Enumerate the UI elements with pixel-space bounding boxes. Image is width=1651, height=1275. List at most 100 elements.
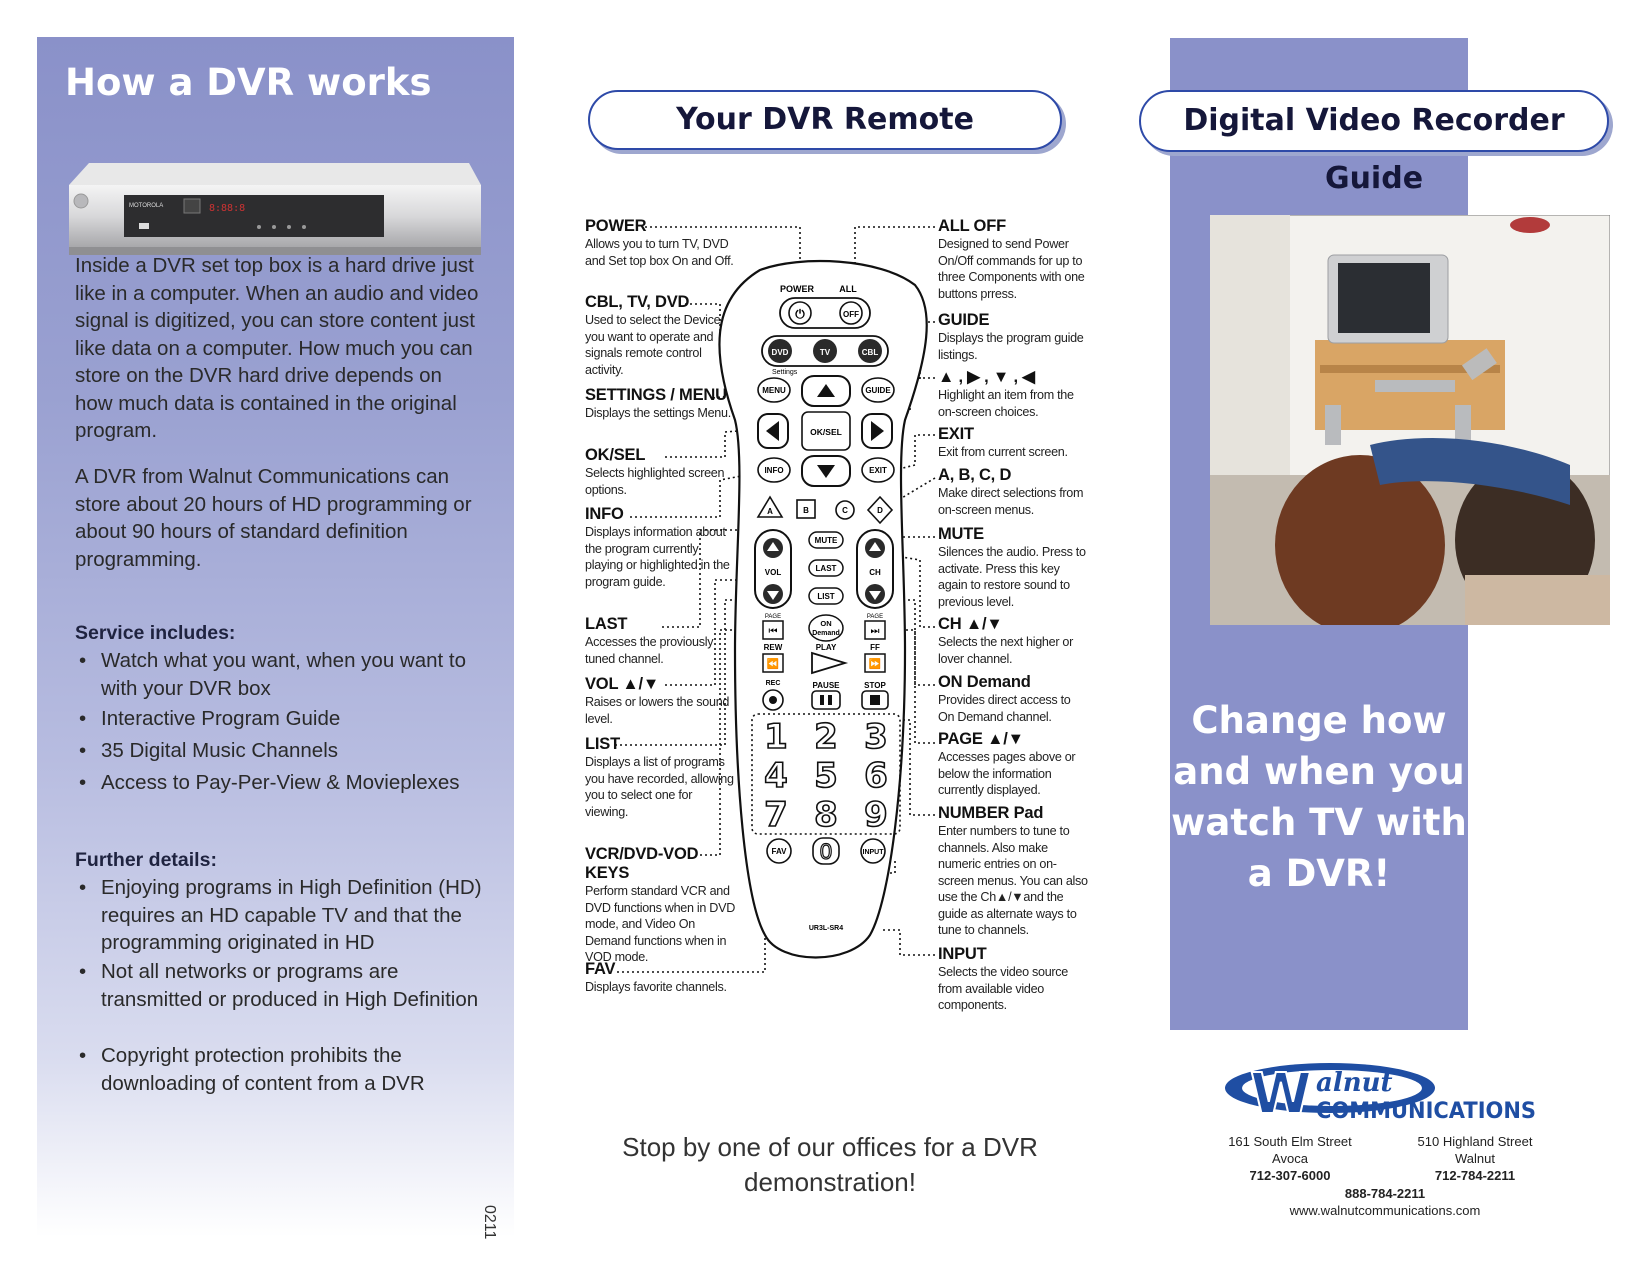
svg-text:1: 1	[764, 717, 788, 757]
svg-text:2: 2	[814, 717, 838, 757]
couple-watching-tv-photo	[1210, 215, 1610, 625]
svg-text:PAGE: PAGE	[867, 614, 883, 620]
svg-text:GUIDE: GUIDE	[865, 386, 891, 395]
svg-text:7: 7	[764, 795, 788, 835]
svg-text:INPUT: INPUT	[863, 849, 885, 856]
svg-text:PLAY: PLAY	[816, 643, 837, 652]
details-item: Enjoying programs in High Definition (HD…	[79, 874, 501, 957]
callout-ch: CH ▲/▼Selects the next higher or lover c…	[938, 615, 1074, 666]
service-item: 35 Digital Music Channels	[79, 737, 501, 765]
callout-vol: VOL ▲/▼Raises or lowers the sound level.	[585, 675, 730, 726]
svg-text:MUTE: MUTE	[815, 536, 838, 545]
svg-text:CBL: CBL	[862, 348, 879, 357]
svg-text:8:88:8: 8:88:8	[209, 203, 245, 214]
stop-by-text: Stop by one of our offices for a DVR dem…	[622, 1132, 1038, 1197]
svg-text:REC: REC	[766, 680, 781, 687]
svg-text:EXIT: EXIT	[869, 466, 887, 475]
svg-text:MENU: MENU	[762, 386, 786, 395]
storage-paragraph: A DVR from Walnut Communications can sto…	[75, 465, 472, 571]
svg-text:6: 6	[864, 756, 888, 796]
svg-text:ALL: ALL	[839, 284, 857, 294]
details-item: Not all networks or programs are transmi…	[79, 958, 501, 1013]
svg-text:⏻: ⏻	[795, 307, 805, 321]
svg-text:⏪: ⏪	[767, 657, 779, 670]
svg-text:3: 3	[864, 717, 888, 757]
service-item: Watch what you want, when you want to wi…	[79, 647, 501, 702]
svg-text:⏮: ⏮	[769, 626, 778, 637]
svg-text:8: 8	[814, 795, 838, 835]
svg-text:INFO: INFO	[764, 466, 783, 475]
svg-text:CH: CH	[869, 568, 881, 577]
svg-text:COMMUNICATIONS: COMMUNICATIONS	[1316, 1099, 1536, 1124]
intro-paragraph: Inside a DVR set top box is a hard drive…	[75, 254, 479, 442]
left-panel: How a DVR works MOTOROLA 8:88:8 Inside a…	[37, 37, 514, 1237]
svg-text:LAST: LAST	[816, 564, 837, 573]
svg-text:OK/SEL: OK/SEL	[810, 427, 842, 437]
svg-text:alnut: alnut	[1316, 1068, 1393, 1098]
svg-text:FAV: FAV	[772, 847, 788, 856]
callout-page: PAGE ▲/▼Accesses pages above or below th…	[938, 730, 1076, 797]
svg-text:REW: REW	[764, 643, 783, 652]
svg-text:DVD: DVD	[772, 348, 789, 357]
svg-text:FF: FF	[870, 643, 880, 652]
svg-text:PAUSE: PAUSE	[813, 681, 841, 690]
svg-text:C: C	[842, 506, 848, 515]
svg-text:⏭: ⏭	[871, 626, 880, 637]
walnut-communications-logo: W alnut COMMUNICATIONS	[1225, 1061, 1536, 1128]
svg-text:5: 5	[814, 756, 838, 796]
svg-text:⏩: ⏩	[869, 657, 881, 670]
service-heading: Service includes:	[75, 622, 236, 644]
office-avoca: 161 South Elm Street Avoca 712-307-6000	[1228, 1134, 1352, 1183]
office-walnut: 510 Highland Street Walnut 712-784-2211	[1417, 1134, 1533, 1183]
details-item: Copyright protection prohibits the downl…	[79, 1042, 501, 1097]
svg-text:A: A	[767, 507, 773, 516]
tagline: Change how and when you watch TV with a …	[1171, 699, 1467, 895]
left-title: How a DVR works	[65, 61, 432, 104]
svg-text:PAGE: PAGE	[765, 614, 781, 620]
remote-diagram: POWER ALL ⏻ OFF DVD TV CBL Settings MENU…	[615, 226, 936, 973]
guide-title: Digital Video Recorder Guide	[1139, 90, 1609, 196]
svg-text:D: D	[877, 506, 883, 515]
main-phone: 888-784-2211	[1344, 1186, 1426, 1201]
svg-text:POWER: POWER	[780, 284, 815, 294]
callout-arrows: ▲ , ▶ , ▼ , ◀Highlight an item from the …	[938, 368, 1074, 419]
svg-text:ON: ON	[820, 619, 831, 628]
details-heading: Further details:	[75, 849, 217, 871]
website-link[interactable]: www.walnutcommunications.com	[1289, 1203, 1481, 1218]
svg-text:TV: TV	[820, 348, 831, 357]
svg-text:VOL: VOL	[765, 568, 782, 577]
svg-text:B: B	[803, 506, 809, 515]
svg-text:9: 9	[864, 795, 888, 835]
svg-text:MOTOROLA: MOTOROLA	[129, 203, 163, 209]
dvr-box-image: MOTOROLA 8:88:8	[69, 163, 481, 255]
svg-text:LIST: LIST	[817, 592, 834, 601]
svg-text:0: 0	[820, 839, 832, 864]
svg-text:W: W	[1250, 1062, 1312, 1127]
svg-text:OFF: OFF	[843, 310, 859, 319]
svg-text:STOP: STOP	[864, 681, 886, 690]
svg-text:4: 4	[764, 756, 788, 796]
svg-text:UR3L-SR4: UR3L-SR4	[809, 925, 843, 932]
service-item: Access to Pay-Per-View & Movieplexes	[79, 769, 501, 797]
service-item: Interactive Program Guide	[79, 705, 501, 733]
svg-text:Demand: Demand	[812, 630, 840, 637]
remote-section-title: Your DVR Remote	[588, 90, 1062, 150]
print-code: 0211	[481, 1205, 498, 1240]
